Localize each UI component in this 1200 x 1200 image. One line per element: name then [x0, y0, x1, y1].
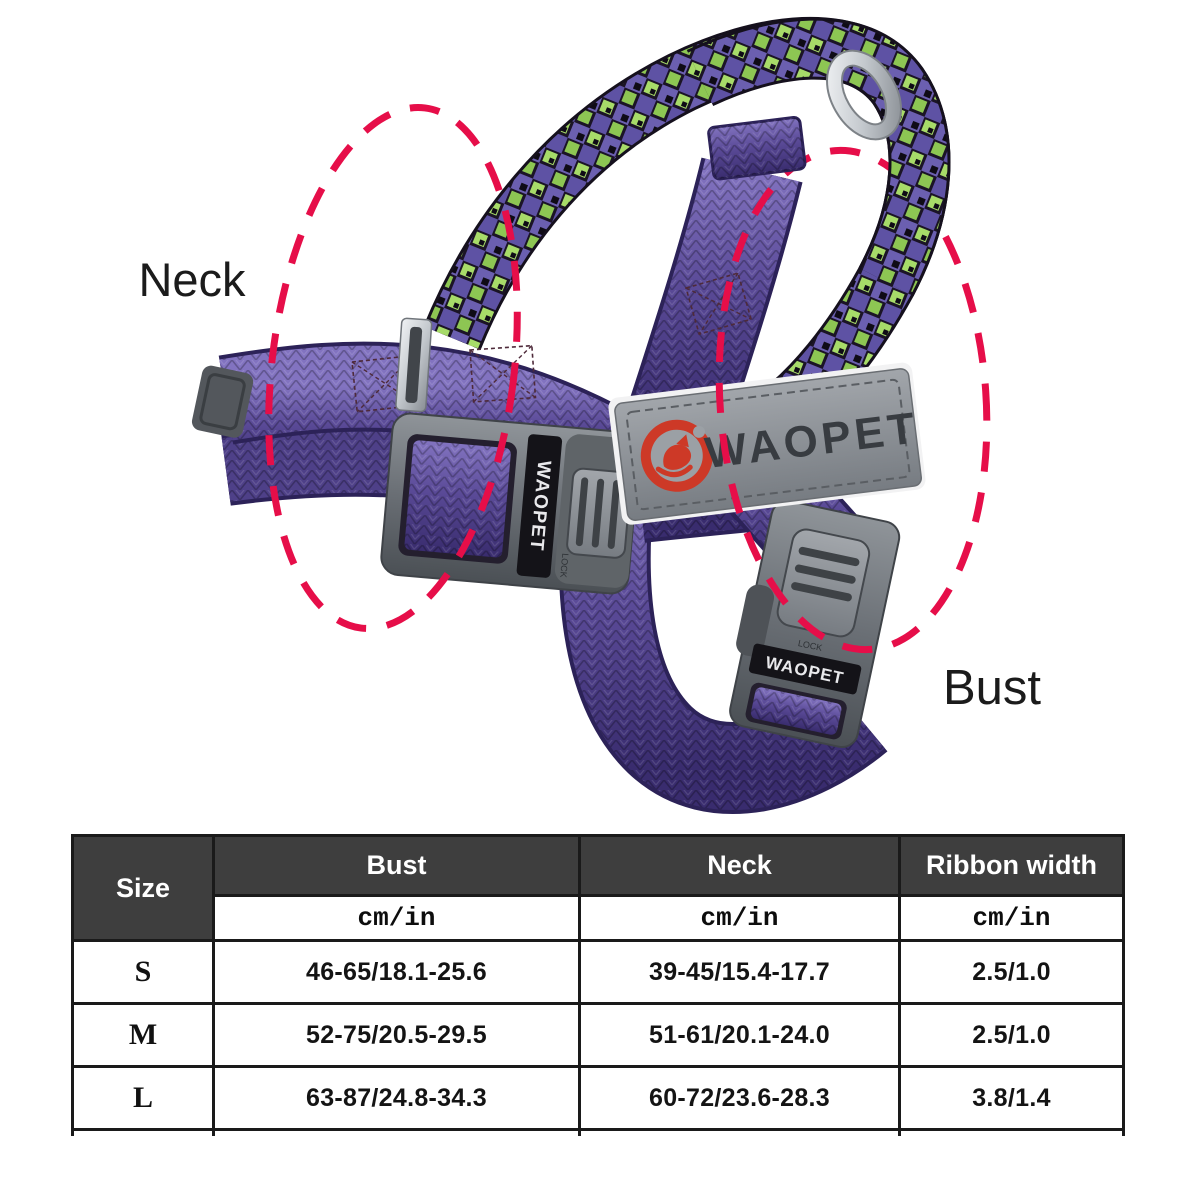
cell-bust-m: 52-75/20.5-29.5	[212, 1002, 581, 1068]
cell-neck-m: 51-61/20.1-24.0	[578, 1002, 901, 1068]
stitch-box	[685, 272, 753, 336]
metal-slider	[395, 317, 433, 413]
header-ribbon-width: Ribbon width	[898, 834, 1125, 897]
table-row-s: S 46-65/18.1-25.6 39-45/15.4-17.7 2.5/1.…	[71, 939, 1125, 1005]
handle-connector	[707, 115, 807, 181]
neck-measure-ellipse	[265, 104, 521, 632]
header-size: Size	[71, 834, 215, 942]
buckle-lock-label: LOCK	[797, 638, 823, 653]
cell-bust-s: 46-65/18.1-25.6	[212, 939, 581, 1005]
cell-size-l: L	[71, 1065, 215, 1131]
brand-patch: WAOPET	[608, 362, 926, 525]
header-bust: Bust	[212, 834, 581, 897]
table-row-cropped	[71, 1128, 1125, 1136]
cell-size-s: S	[71, 939, 215, 1005]
right-buckle: LOCK WAOPET	[729, 499, 901, 749]
product-photo: WAOPET LOCK LOCK WAOPET	[138, 17, 1041, 814]
handle-strap-top	[686, 17, 951, 297]
cell-neck-l: 60-72/23.6-28.3	[578, 1065, 901, 1131]
bust-label: Bust	[943, 661, 1041, 715]
unit-neck: cm/in	[578, 894, 901, 942]
cell-bust-l: 63-87/24.8-34.3	[212, 1065, 581, 1131]
table-row-l: L 63-87/24.8-34.3 60-72/23.6-28.3 3.8/1.…	[71, 1065, 1125, 1131]
strap-end-tip	[191, 365, 254, 438]
cell-size-m: M	[71, 1002, 215, 1068]
cell-neck-s: 39-45/15.4-17.7	[578, 939, 901, 1005]
neck-label: Neck	[138, 253, 246, 306]
header-neck: Neck	[578, 834, 901, 897]
brand-logo	[640, 419, 713, 492]
bust-measure-ellipse	[715, 146, 991, 654]
size-table: Size Bust Neck Ribbon width cm/in cm/in …	[71, 834, 1125, 1136]
unit-ribbon: cm/in	[898, 894, 1125, 942]
cell-ribbon-s: 2.5/1.0	[898, 939, 1125, 1005]
left-buckle: WAOPET LOCK	[380, 412, 641, 595]
stitch-box	[469, 344, 537, 403]
unit-bust: cm/in	[212, 894, 581, 942]
table-row-m: M 52-75/20.5-29.5 51-61/20.1-24.0 2.5/1.…	[71, 1002, 1125, 1068]
cell-ribbon-m: 2.5/1.0	[898, 1002, 1125, 1068]
cell-ribbon-l: 3.8/1.4	[898, 1065, 1125, 1131]
buckle-lock-label: LOCK	[558, 553, 570, 578]
